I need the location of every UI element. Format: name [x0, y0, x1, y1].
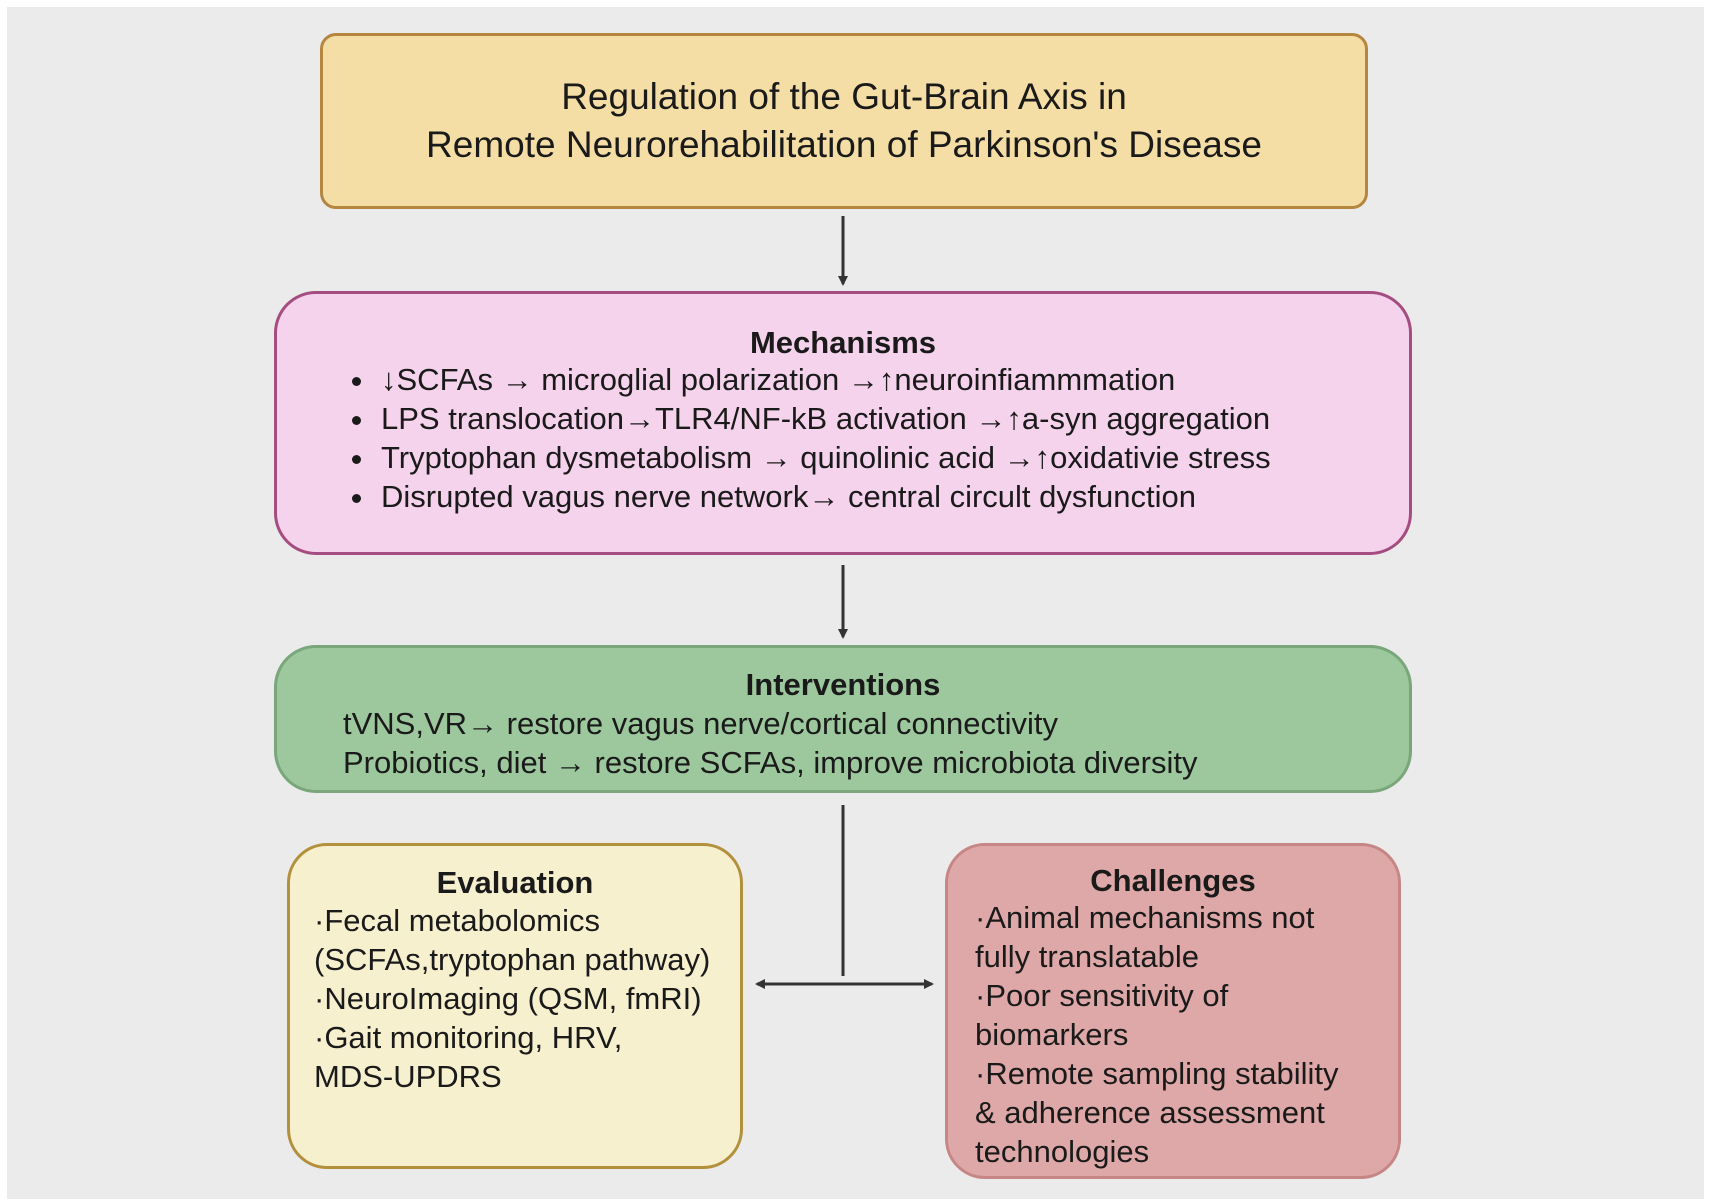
- challenge-line: biomarkers: [975, 1017, 1129, 1052]
- mechanism-item: Tryptophan dysmetabolism → quinolinic ac…: [377, 438, 1271, 477]
- evaluation-line: ·NeuroImaging (QSM, fmRI): [314, 981, 702, 1016]
- mechanisms-list: ↓SCFAs → microglial polarization →↑neuro…: [347, 360, 1271, 516]
- intervention-line: Probiotics, diet → restore SCFAs, improv…: [343, 745, 1198, 780]
- challenge-line: ·Poor sensitivity of: [975, 978, 1229, 1013]
- mechanism-item: LPS translocation→TLR4/NF-kB activation …: [377, 399, 1271, 438]
- evaluation-line: ·Gait monitoring, HRV,: [314, 1020, 623, 1055]
- challenges-box: Challenges ·Animal mechanisms not fully …: [945, 843, 1401, 1179]
- intervention-line: tVNS,VR→ restore vagus nerve/cortical co…: [343, 706, 1058, 741]
- challenges-heading: Challenges: [1090, 863, 1256, 898]
- evaluation-line: ·Fecal metabolomics: [314, 903, 600, 938]
- evaluation-line: MDS-UPDRS: [314, 1059, 502, 1094]
- mechanism-item: ↓SCFAs → microglial polarization →↑neuro…: [377, 360, 1271, 399]
- evaluation-heading: Evaluation: [436, 865, 594, 900]
- challenge-line: fully translatable: [975, 939, 1200, 974]
- title-box: Regulation of the Gut-Brain Axis in Remo…: [320, 33, 1368, 209]
- evaluation-line: (SCFAs,tryptophan pathway): [314, 942, 711, 977]
- mechanisms-heading: Mechanisms: [749, 325, 937, 360]
- challenge-line: ·Remote sampling stability: [975, 1056, 1339, 1091]
- interventions-box: Interventions tVNS,VR→ restore vagus ner…: [274, 645, 1412, 793]
- interventions-heading: Interventions: [745, 667, 941, 702]
- challenge-line: ·Animal mechanisms not: [975, 900, 1315, 935]
- evaluation-box: Evaluation ·Fecal metabolomics (SCFAs,tr…: [287, 843, 743, 1169]
- title-line-2: Remote Neurorehabilitation of Parkinson'…: [426, 124, 1262, 165]
- challenge-line: technologies: [975, 1134, 1150, 1169]
- challenge-line: & adherence assessment: [975, 1095, 1325, 1130]
- mechanism-item: Disrupted vagus nerve network→ central c…: [377, 477, 1271, 516]
- title-line-1: Regulation of the Gut-Brain Axis in: [561, 76, 1127, 117]
- mechanisms-box: Mechanisms ↓SCFAs → microglial polarizat…: [274, 291, 1412, 555]
